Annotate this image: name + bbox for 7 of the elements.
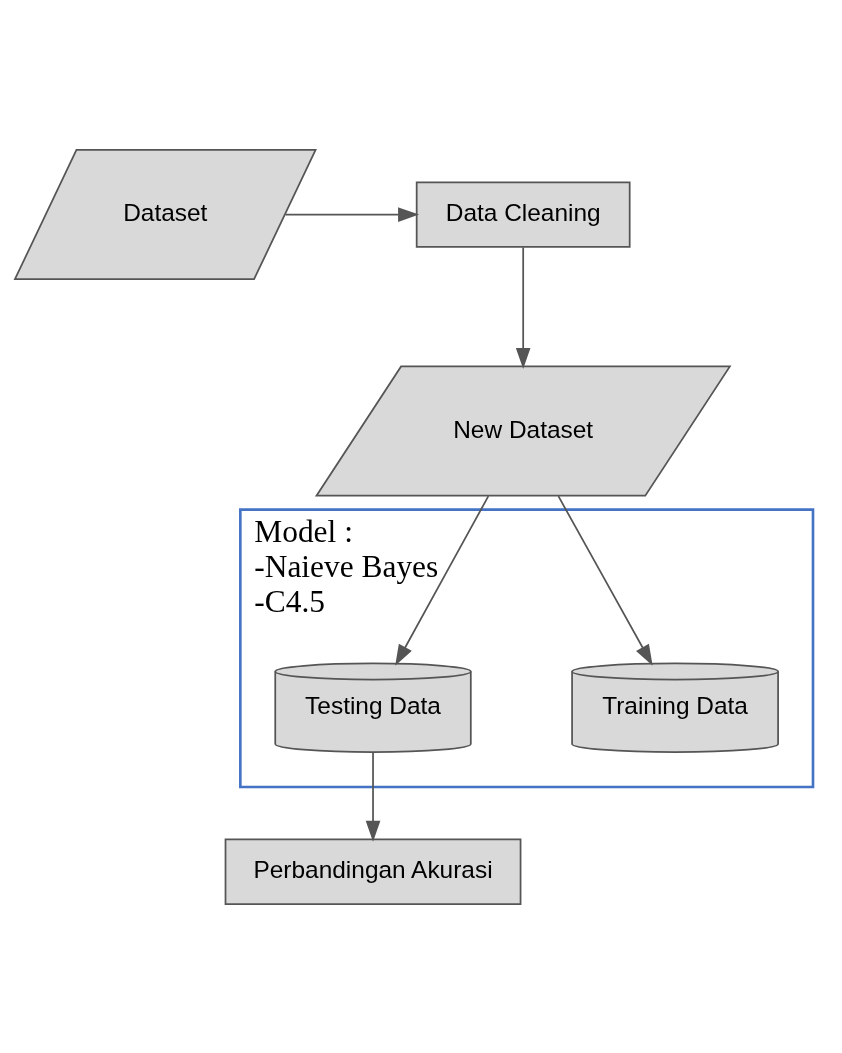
arrow	[284, 206, 420, 222]
arrow	[395, 494, 490, 666]
node-box: Data Cleaning	[415, 180, 631, 248]
arrow	[515, 245, 531, 369]
arrow	[557, 494, 653, 666]
arrow	[365, 751, 381, 842]
node-box: Perbandingan Akurasi	[224, 838, 522, 905]
